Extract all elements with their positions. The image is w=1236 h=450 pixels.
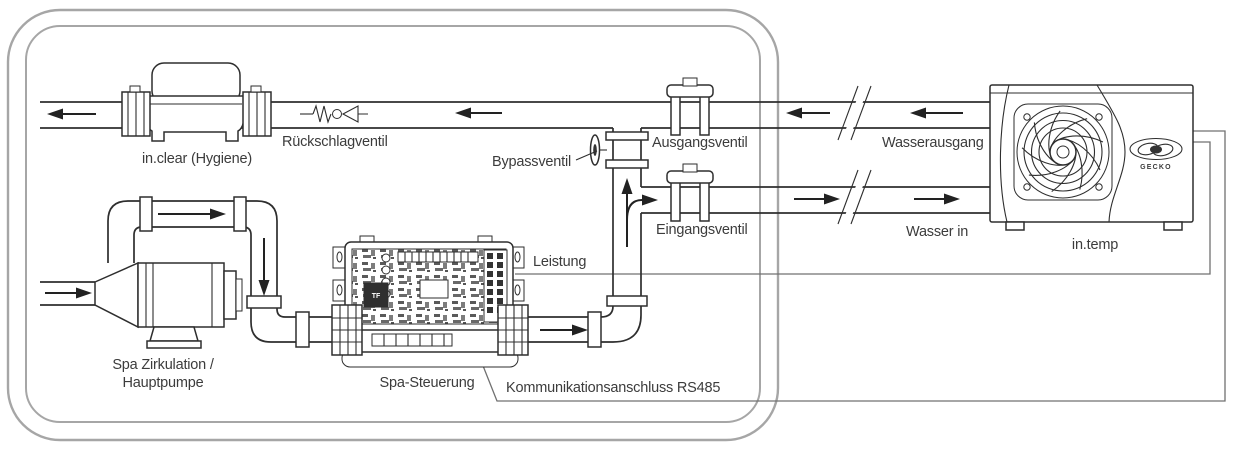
- water-out-label: Wasserausgang: [882, 135, 984, 151]
- heat-pump: GECKO: [989, 84, 1194, 231]
- bypass-valve: [589, 131, 649, 169]
- pump-label-line1: Spa Zirkulation /: [112, 357, 215, 373]
- bypass-callout-line: [575, 150, 598, 161]
- in-clear-right-union: [242, 85, 272, 137]
- output-valve: [666, 77, 714, 136]
- input-valve: [666, 163, 714, 222]
- flow-arrow-down: [258, 238, 270, 296]
- gecko-logo-text: GECKO: [1140, 164, 1172, 171]
- flow-arrow-left: [455, 107, 502, 119]
- gecko-logo: GECKO: [1129, 138, 1183, 171]
- fan-icon: [1016, 105, 1110, 199]
- flow-arrow-right: [158, 208, 226, 220]
- bypass-valve-label: Bypassventil: [492, 154, 571, 170]
- pump-discharge-loop-pipe: [107, 196, 333, 348]
- riser-elbow: [527, 295, 648, 348]
- controller-label: Spa-Steuerung: [380, 375, 475, 391]
- flow-arrow-branch-right: [626, 194, 658, 221]
- transformer-label: TF: [372, 293, 381, 300]
- flow-arrows: [45, 107, 963, 336]
- pipe-break-top: [837, 85, 872, 141]
- in-clear-left-union: [121, 85, 151, 137]
- check-valve-symbol: [300, 104, 368, 124]
- flow-arrow-left: [910, 107, 963, 119]
- heat-pump-label: in.temp: [1072, 237, 1118, 253]
- check-valve-label: Rückschlagventil: [282, 134, 388, 150]
- output-valve-label: Ausgangsventil: [652, 135, 748, 151]
- circulation-pump: [94, 261, 243, 349]
- controller-terminal-block: [483, 249, 508, 323]
- flow-arrow-right: [914, 193, 960, 205]
- in-clear-label: in.clear (Hygiene): [142, 151, 252, 167]
- pump-label-line2: Hauptpumpe: [122, 375, 203, 391]
- controller-right-union: [497, 304, 529, 356]
- flow-arrow-left: [786, 107, 830, 119]
- flow-arrow-right: [45, 287, 92, 299]
- spa-enclosure: [6, 8, 780, 442]
- controller-left-bracket: [332, 246, 347, 302]
- diagram-labels: in.clear (Hygiene) Rückschlagventil Bypa…: [112, 134, 1118, 396]
- spa-controller: TF: [331, 235, 529, 368]
- flow-arrow-left: [47, 108, 96, 120]
- pump-inlet-pipe: [40, 281, 95, 306]
- in-clear-device: [121, 62, 272, 142]
- input-valve-label: Eingangsventil: [656, 222, 748, 238]
- power-label: Leistung: [533, 254, 586, 270]
- communication-label: Kommunikationsanschluss RS485: [506, 380, 720, 396]
- controller-left-union: [331, 304, 363, 356]
- flow-arrow-right: [540, 324, 588, 336]
- water-in-pipe: [641, 186, 990, 214]
- pipe-break-bottom: [837, 169, 872, 225]
- flow-arrow-right: [794, 193, 840, 205]
- controller-transformer: TF: [363, 282, 389, 308]
- water-in-label: Wasser in: [906, 224, 968, 240]
